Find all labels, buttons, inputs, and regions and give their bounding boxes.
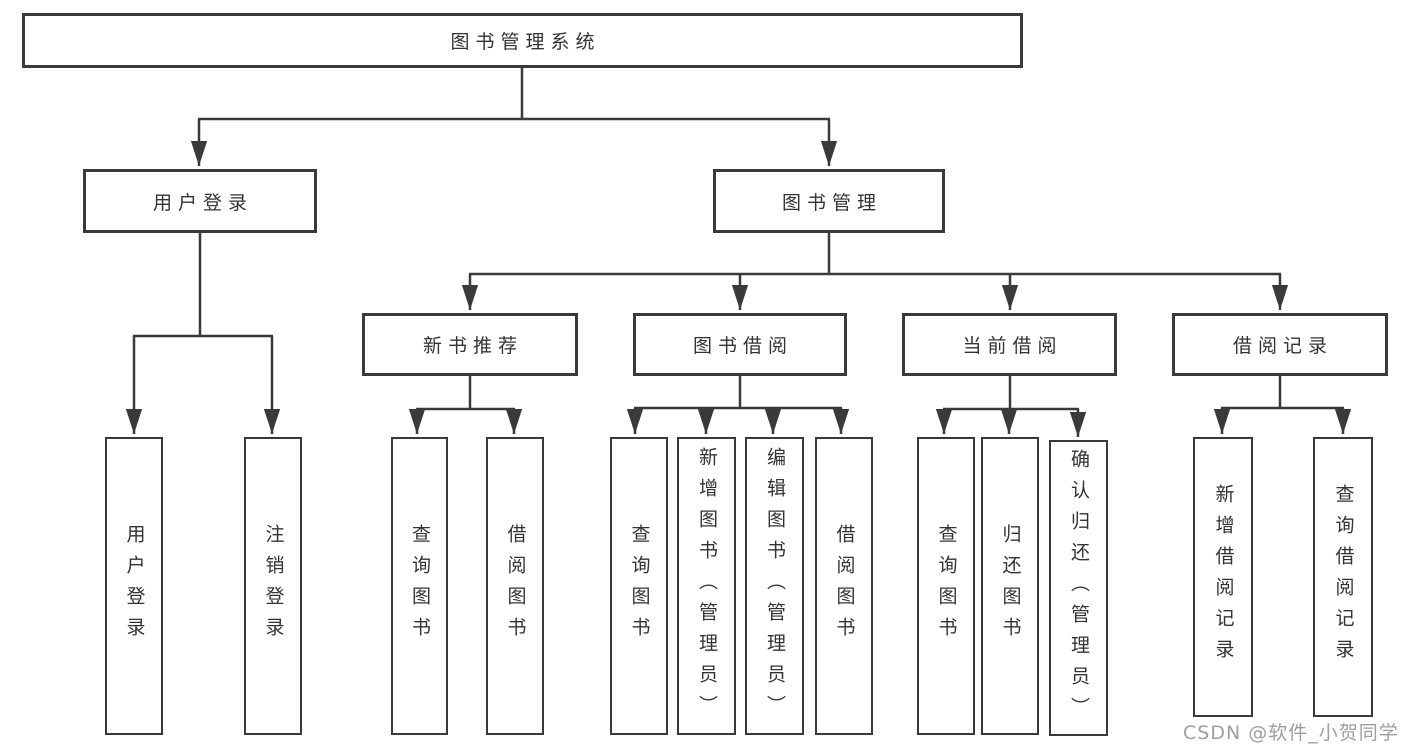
leaf-add-book-admin: 新增图书（管理员）: [677, 437, 736, 735]
csdn-watermark: CSDN @软件_小贺同学: [1183, 722, 1399, 744]
node-new-book-recommend-label: 新书推荐: [422, 335, 523, 357]
leaf-logout: 注销登录: [244, 437, 302, 735]
leaf-add-book-admin-label: 新增图书（管理员）: [696, 446, 718, 726]
leaf-logout-label: 注销登录: [262, 524, 285, 648]
leaf-borrow-book: 借阅图书: [815, 437, 873, 735]
node-user-login: 用户登录: [83, 169, 317, 233]
leaf-return-book: 归还图书: [981, 437, 1039, 735]
leaf-recommend-query-book: 查询图书: [391, 437, 448, 735]
leaf-recommend-query-book-label: 查询图书: [409, 524, 431, 648]
node-root-system: 图书管理系统: [22, 13, 1023, 68]
leaf-query-borrow-record: 查询借阅记录: [1313, 437, 1373, 717]
leaf-borrow-book-label: 借阅图书: [833, 524, 856, 648]
leaf-user-login: 用户登录: [105, 437, 163, 735]
node-borrow-records: 借阅记录: [1172, 313, 1388, 376]
leaf-recommend-borrow-book: 借阅图书: [486, 437, 544, 735]
leaf-confirm-return-admin-label: 确认归还（管理员）: [1068, 448, 1090, 728]
leaf-current-query-book: 查询图书: [917, 437, 975, 735]
leaf-add-borrow-record: 新增借阅记录: [1193, 437, 1253, 717]
leaf-current-query-book-label: 查询图书: [935, 524, 958, 648]
leaf-borrow-query-book-label: 查询图书: [628, 524, 651, 648]
leaf-recommend-borrow-book-label: 借阅图书: [504, 524, 527, 648]
leaf-confirm-return-admin: 确认归还（管理员）: [1049, 440, 1108, 736]
node-current-borrow: 当前借阅: [902, 313, 1117, 376]
node-borrow-records-label: 借阅记录: [1232, 335, 1333, 357]
leaf-borrow-query-book: 查询图书: [610, 437, 668, 735]
node-new-book-recommend: 新书推荐: [362, 313, 578, 376]
leaf-query-borrow-record-label: 查询借阅记录: [1332, 484, 1355, 670]
leaf-edit-book-admin: 编辑图书（管理员）: [745, 437, 804, 735]
leaf-edit-book-admin-label: 编辑图书（管理员）: [764, 446, 786, 726]
node-book-borrow-label: 图书借阅: [692, 335, 793, 357]
node-book-borrow: 图书借阅: [633, 313, 847, 376]
node-current-borrow-label: 当前借阅: [962, 335, 1063, 357]
node-book-management-label: 图书管理: [781, 191, 882, 214]
node-book-management: 图书管理: [713, 169, 945, 233]
node-user-login-label: 用户登录: [152, 191, 253, 214]
leaf-add-borrow-record-label: 新增借阅记录: [1212, 484, 1235, 670]
leaf-return-book-label: 归还图书: [999, 524, 1022, 648]
leaf-user-login-label: 用户登录: [123, 524, 146, 648]
node-root-label: 图书管理系统: [450, 31, 601, 53]
